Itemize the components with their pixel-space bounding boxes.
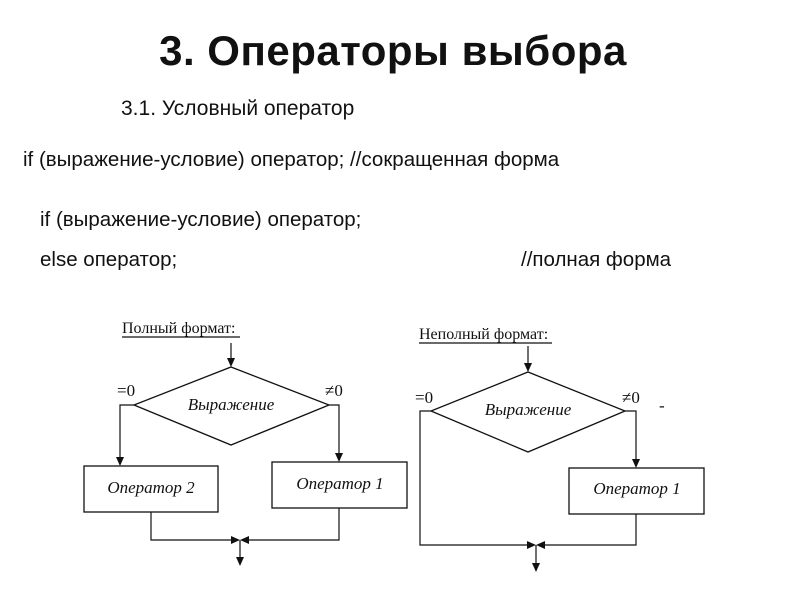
short-condition-diamond (429, 371, 627, 453)
short-merge-right-arrow (536, 541, 545, 549)
short-eq-zero-label: =0 (415, 388, 433, 407)
slide-subtitle: 3.1. Условный оператор (121, 97, 355, 120)
code-full-comment: //полная форма (521, 248, 672, 271)
full-operator2-label: Оператор 2 (107, 478, 195, 497)
flowchart-full-format: Полный формат: Выражение =0 ≠0 Оператор … (83, 320, 408, 566)
full-operator1-box (271, 461, 408, 509)
full-not-zero-label: ≠0 (325, 381, 343, 400)
full-entry-arrow (227, 358, 235, 367)
short-condition-label: Выражение (485, 400, 572, 419)
full-format-heading: Полный формат: (122, 320, 235, 337)
full-condition-diamond (132, 366, 331, 446)
full-eq-zero-label: =0 (117, 381, 135, 400)
full-merge-left-arrow (231, 536, 240, 544)
full-merge-right-line (247, 508, 340, 541)
short-not-zero-label: ≠0 (622, 388, 640, 407)
short-dash-mark: - (659, 396, 665, 415)
full-exit-arrow (236, 557, 244, 566)
code-full-if: if (выражение-условие) оператор; (40, 208, 362, 231)
short-entry-arrow (524, 363, 532, 372)
short-format-heading: Неполный формат: (419, 326, 548, 343)
full-false-branch-line (119, 404, 134, 460)
full-merge-right-arrow (240, 536, 249, 544)
short-merge-right-line (543, 514, 637, 546)
flowchart-short-format: Неполный формат: Выражение =0 ≠0 - Опера… (415, 326, 705, 572)
full-operator2-box (83, 465, 219, 513)
code-full-else: else оператор; (40, 248, 178, 271)
short-operator1-box (568, 467, 705, 515)
short-operator1-label: Оператор 1 (593, 479, 680, 498)
short-bypass-arrow (527, 541, 536, 549)
short-true-branch-line (625, 410, 637, 462)
short-bypass-line (419, 410, 529, 546)
full-true-branch-arrow (335, 453, 343, 462)
full-operator1-label: Оператор 1 (296, 474, 383, 493)
short-exit-arrow (532, 563, 540, 572)
full-merge-left-line (150, 512, 233, 541)
full-false-branch-arrow (116, 457, 124, 466)
slide-title: 3. Операторы выбора (159, 27, 627, 74)
code-short-form: if (выражение-условие) оператор; //сокра… (23, 148, 560, 171)
full-true-branch-line (329, 404, 340, 456)
full-condition-label: Выражение (188, 395, 275, 414)
short-true-branch-arrow (632, 459, 640, 468)
